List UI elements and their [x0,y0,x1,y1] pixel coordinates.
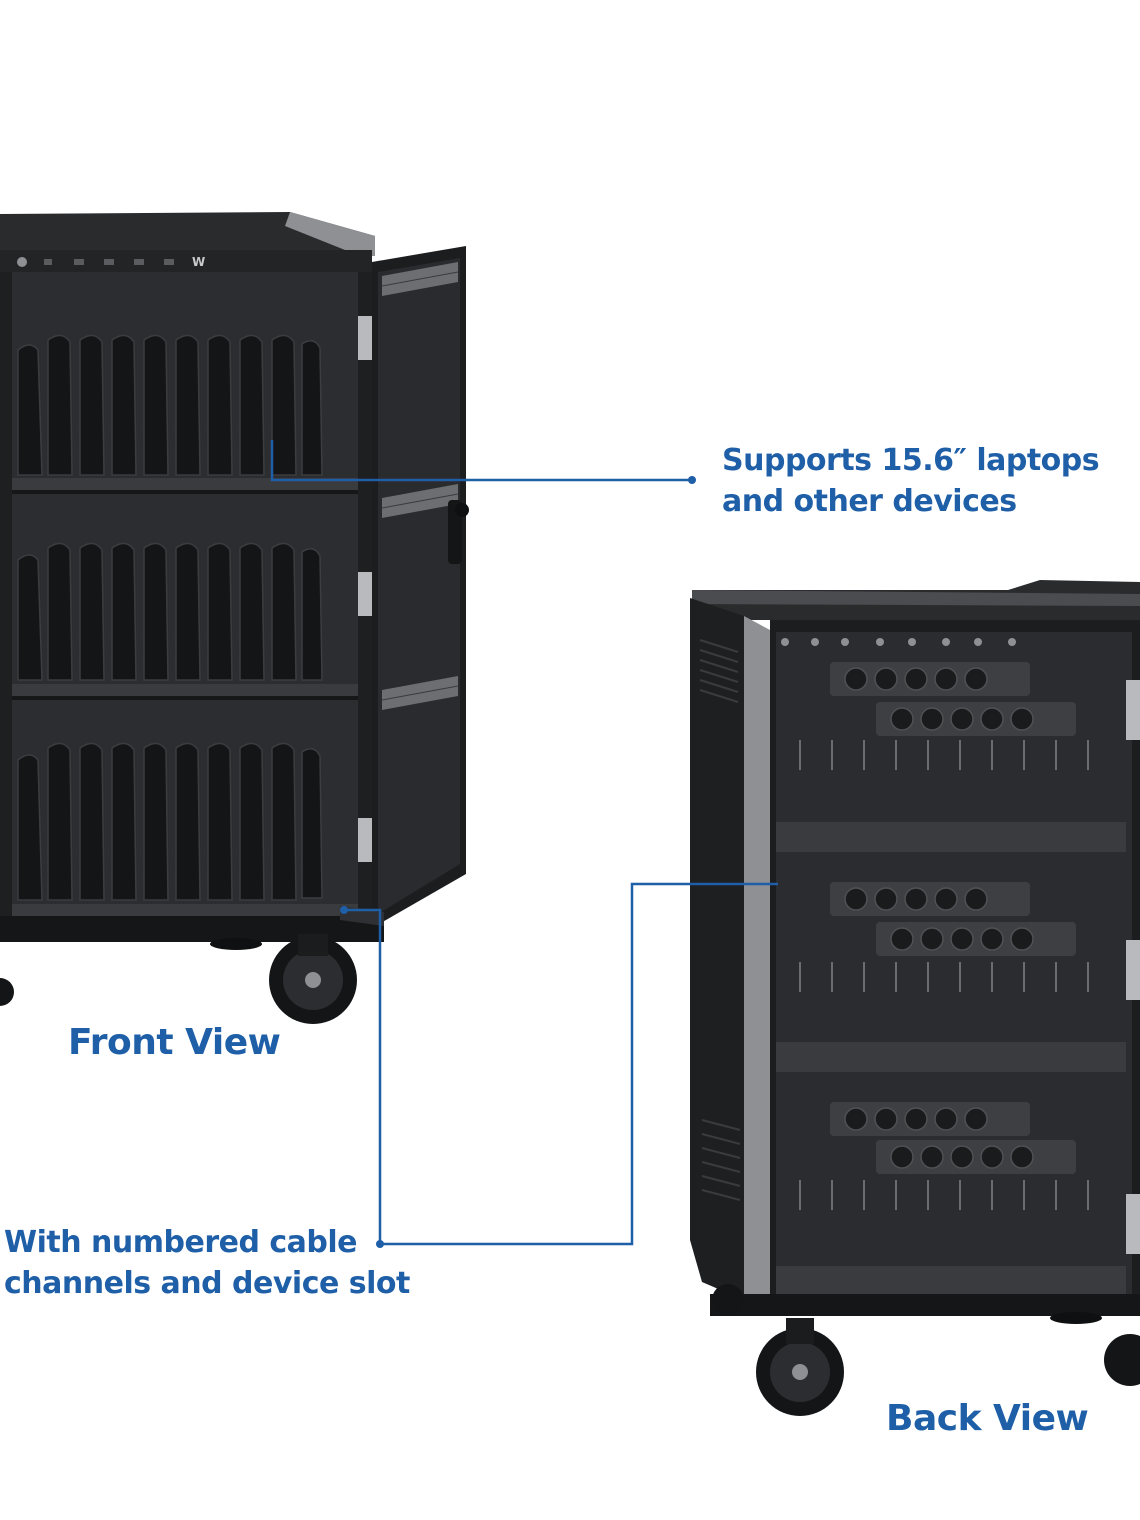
callout-laptops-line-1: Supports 15.6″ laptops [722,443,1100,478]
callout-laptops-text: Supports 15.6″ laptops and other devices [722,440,1100,522]
callout-channels-line-1: With numbered cable [4,1225,358,1260]
brand-logo-icon: W [192,255,205,269]
callout-line-channels [340,882,778,1248]
front-view-label: Front View [68,1022,281,1063]
front-cart-image: W [0,212,469,1024]
back-cart-image [690,580,1140,1416]
back-view-label: Back View [886,1398,1089,1439]
callout-line-laptops [270,440,696,484]
callout-laptops-line-2: and other devices [722,484,1017,519]
callout-channels-line-2: channels and device slot [4,1266,410,1301]
callout-channels-text: With numbered cable channels and device … [4,1222,410,1304]
